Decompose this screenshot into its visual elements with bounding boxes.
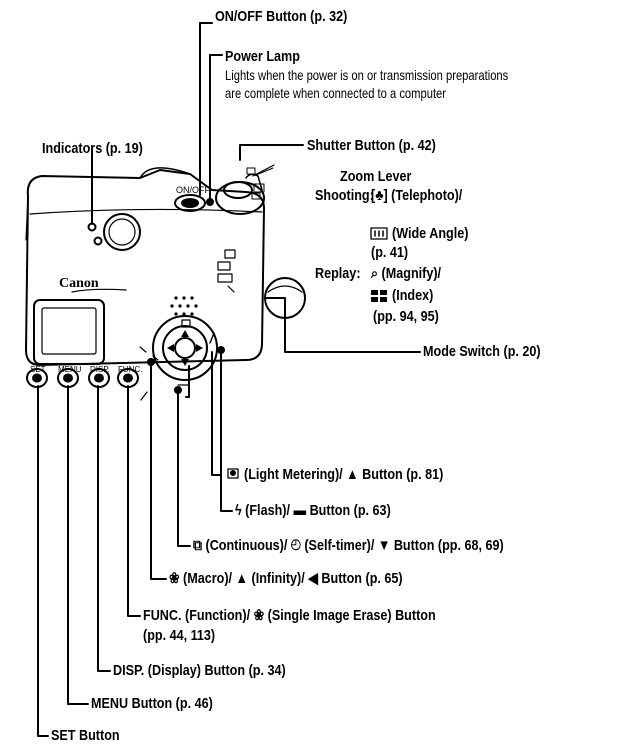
lcd-screen — [33, 299, 105, 365]
shutter-callout: Shutter Button (p. 42) — [307, 137, 436, 154]
zoom-replay-pages: (pp. 94, 95) — [373, 308, 439, 325]
disp-callout: DISP. (Display) Button (p. 34) — [113, 662, 286, 679]
set-label: SET — [30, 365, 46, 374]
zoom-shooting-page: (p. 41) — [371, 244, 409, 261]
power-lamp-description-2: are complete when connected to a compute… — [225, 85, 447, 101]
brand-logo: Canon — [59, 276, 99, 291]
indicator-lamp-2 — [93, 236, 103, 246]
zoom-wide-angle: (Wide Angle) — [392, 225, 469, 242]
set-callout: SET Button — [51, 727, 120, 744]
lens — [103, 213, 141, 251]
func-callout-pages: (pp. 44, 113) — [143, 627, 216, 644]
disp-label: DISP. — [90, 365, 110, 374]
control-pad — [162, 325, 208, 371]
zoom-replay-label: Replay: — [315, 265, 361, 282]
power-switch-label: ON/OFF — [176, 185, 210, 195]
zoom-magnify: ⌕ (Magnify)/ — [371, 265, 442, 282]
on-off-callout: ON/OFF Button (p. 32) — [215, 8, 348, 25]
indicators-callout: Indicators (p. 19) — [42, 140, 143, 157]
light-metering-callout: (Light Metering)/ ▲ Button (p. 81) — [244, 466, 444, 483]
zoom-lever-callout: Zoom Lever — [340, 168, 412, 185]
macro-callout: ❀ (Macro)/ ▲ (Infinity)/ ◀ Button (p. 65… — [169, 570, 403, 587]
flash-callout: ϟ (Flash)/ ▬ Button (p. 63) — [235, 502, 391, 519]
power-lamp-callout: Power Lamp — [225, 48, 300, 65]
power-lamp — [206, 198, 214, 206]
control-ring — [152, 315, 218, 381]
speaker-grille — [170, 296, 198, 316]
func-label: FUNC. — [118, 365, 143, 374]
camera-body — [25, 169, 265, 366]
zoom-index: (Index) — [392, 287, 434, 304]
continuous-callout: ⧉ (Continuous)/ ◴ (Self-timer)/ ▼ Button… — [193, 537, 504, 554]
shutter-button — [223, 181, 253, 199]
zoom-shooting-label: Shooting: — [315, 187, 374, 204]
on-off-button — [174, 194, 206, 212]
func-callout: FUNC. (Function)/ ❀ (Single Image Erase)… — [143, 607, 436, 624]
menu-callout: MENU Button (p. 46) — [91, 695, 213, 712]
zoom-telephoto: [♣] (Telephoto)/ — [371, 187, 463, 204]
power-lamp-description: Lights when the power is on or transmiss… — [225, 67, 509, 83]
menu-label: MENU — [58, 365, 82, 374]
mode-switch-callout: Mode Switch (p. 20) — [423, 343, 541, 360]
